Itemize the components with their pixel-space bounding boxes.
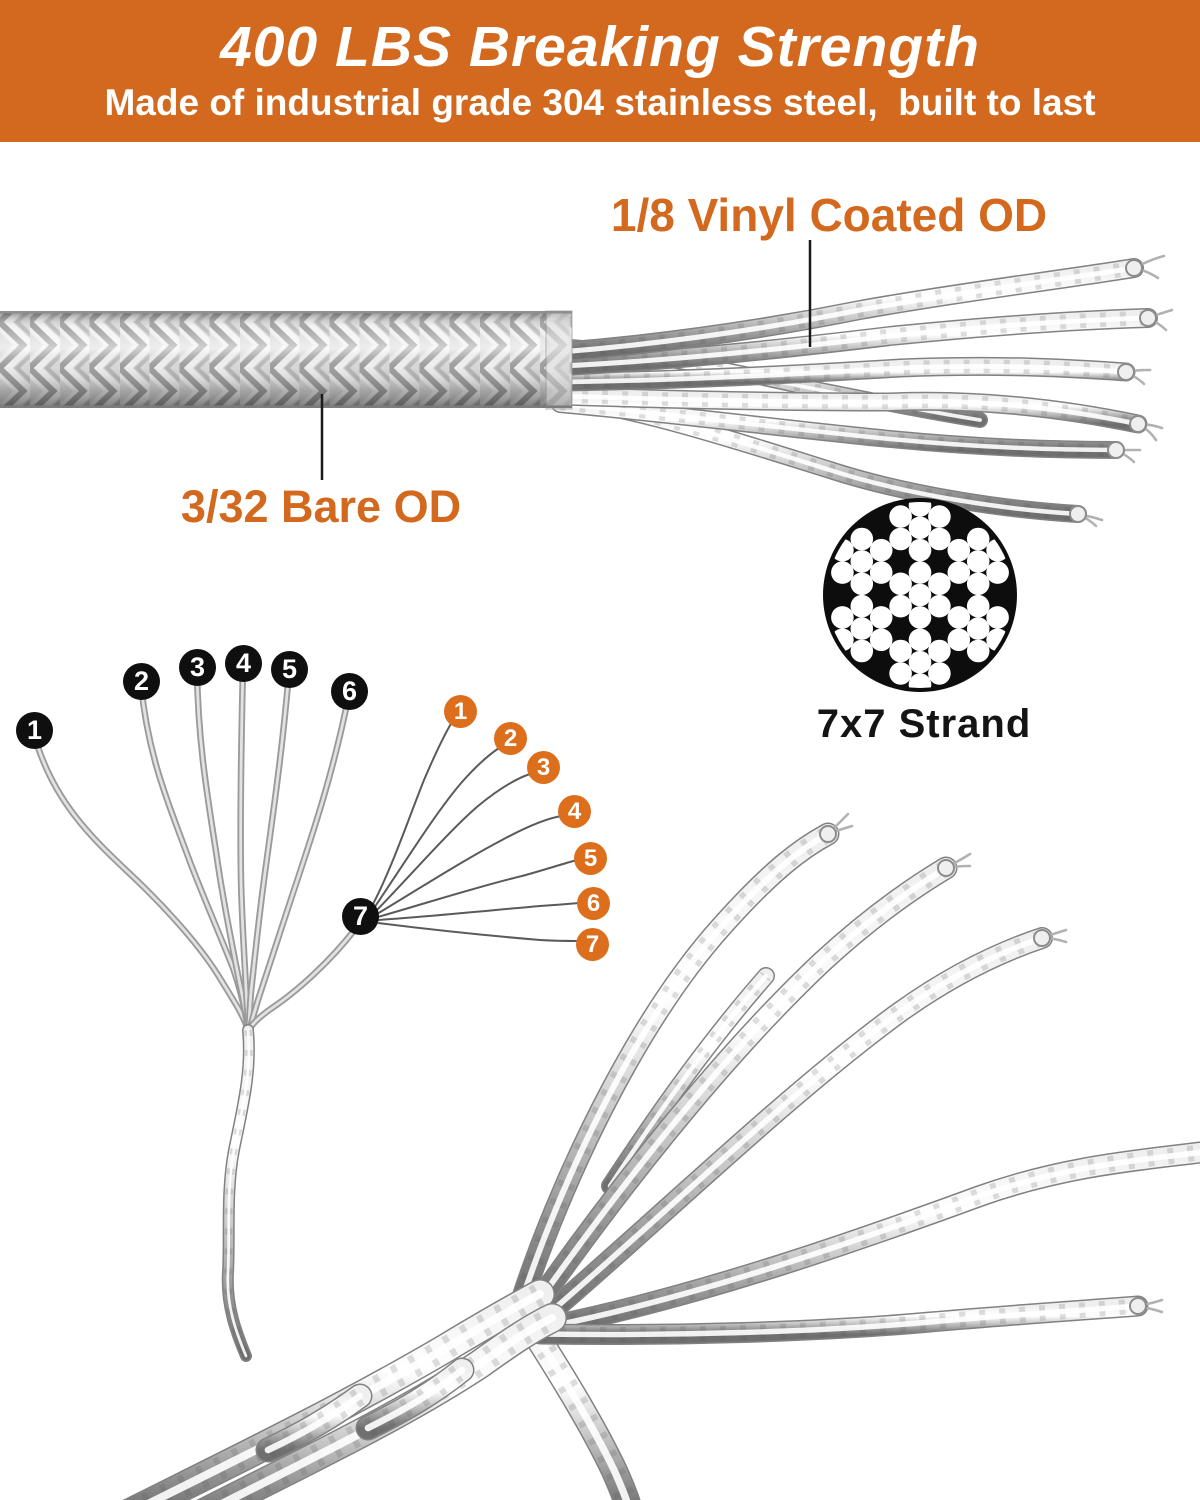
orange-wire-number-1: 1 (444, 695, 477, 728)
orange-wire-number-5: 5 (574, 842, 607, 875)
black-strand-number-3: 3 (179, 649, 216, 686)
vinyl-coated-cable (0, 310, 573, 410)
banner-subtitle: Made of industrial grade 304 stainless s… (104, 82, 1096, 124)
label-bare-od: 3/32 Bare OD (180, 481, 462, 532)
black-strand-number-5: 5 (271, 651, 308, 688)
banner-title: 400 LBS Breaking Strength (220, 14, 980, 79)
frayed-rope-photo (122, 822, 1200, 1500)
label-vinyl-coated-od: 1/8 Vinyl Coated OD (610, 189, 1048, 241)
orange-wire-number-2: 2 (494, 722, 527, 755)
orange-wire-number-3: 3 (527, 751, 560, 784)
cross-section-diagram (823, 498, 1017, 692)
black-strand-number-2: 2 (123, 663, 160, 700)
bare-cable-strands (549, 258, 1158, 523)
black-strand-number-7: 7 (342, 898, 379, 935)
strand-tips (819, 254, 1174, 1315)
cross-section-caption: 7x7 Strand (816, 702, 1032, 746)
leader-lines (320, 240, 812, 480)
strand-fan-lines (371, 721, 580, 942)
black-strand-number-1: 1 (16, 712, 53, 749)
black-strand-number-6: 6 (331, 673, 368, 710)
black-strand-number-4: 4 (225, 645, 262, 682)
orange-wire-number-4: 4 (558, 795, 591, 828)
orange-wire-number-7: 7 (576, 928, 609, 961)
banner: 400 LBS Breaking Strength Made of indust… (0, 0, 1200, 142)
strand-fan-diagram (30, 662, 360, 1362)
orange-wire-number-6: 6 (577, 887, 610, 920)
